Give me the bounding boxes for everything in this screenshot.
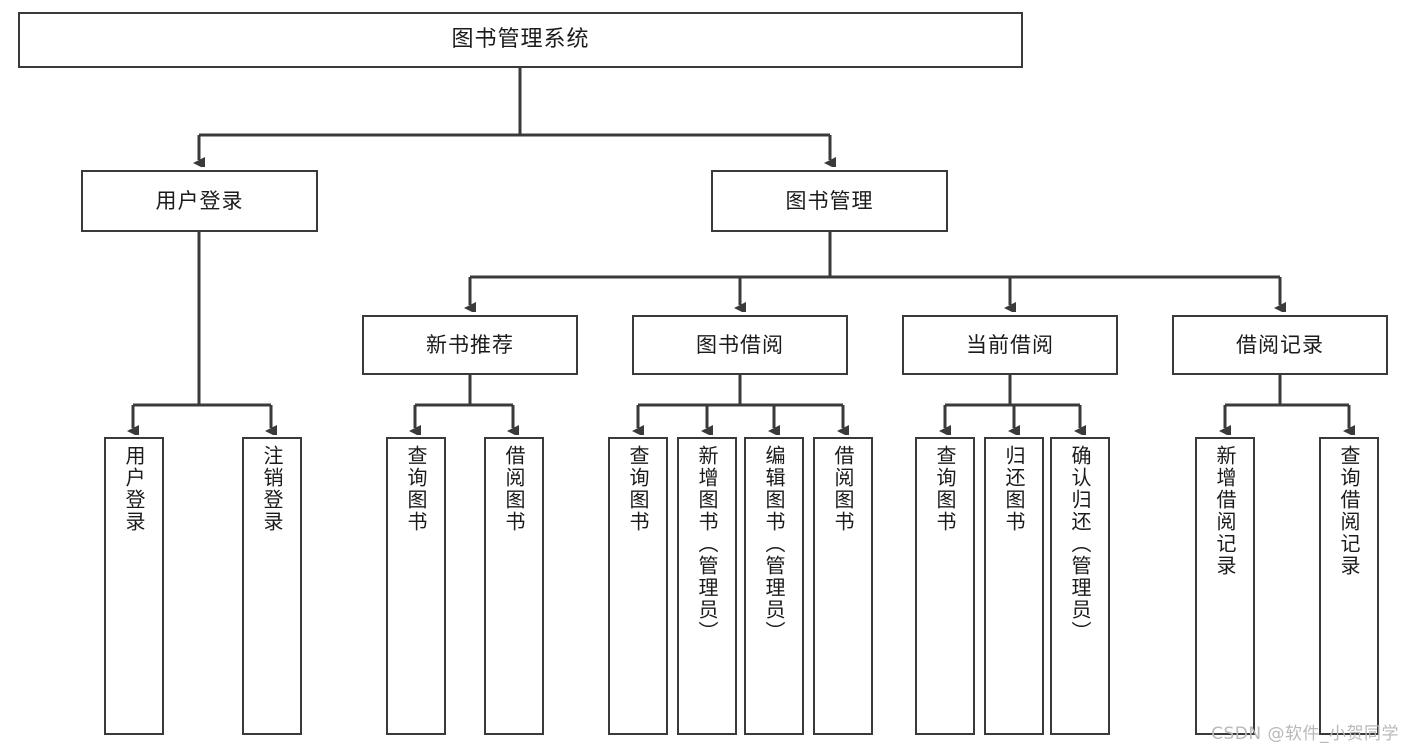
node-book-management[interactable]: 图书管理 xyxy=(711,170,948,232)
leaf-book-borrow-1-label: 查询图书 xyxy=(626,445,650,533)
node-book-borrow-label: 图书借阅 xyxy=(696,332,784,357)
leaf-user-login-1[interactable]: 用户登录 xyxy=(104,437,164,735)
node-new-book-recommend[interactable]: 新书推荐 xyxy=(362,315,578,375)
leaf-current-borrow-1[interactable]: 查询图书 xyxy=(915,437,975,735)
leaf-borrow-record-1[interactable]: 新增借阅记录 xyxy=(1195,437,1255,735)
leaf-book-borrow-2[interactable]: 新增图书（管理员） xyxy=(677,437,737,735)
leaf-borrow-record-2[interactable]: 查询借阅记录 xyxy=(1319,437,1379,735)
leaf-current-borrow-2-label: 归还图书 xyxy=(1002,445,1026,533)
leaf-current-borrow-2[interactable]: 归还图书 xyxy=(984,437,1044,735)
leaf-new-book-2-label: 借阅图书 xyxy=(502,445,526,533)
leaf-current-borrow-1-label: 查询图书 xyxy=(933,445,957,533)
leaf-new-book-2[interactable]: 借阅图书 xyxy=(484,437,544,735)
leaf-user-login-1-label: 用户登录 xyxy=(122,445,146,533)
leaf-borrow-record-2-label: 查询借阅记录 xyxy=(1337,445,1361,577)
leaf-current-borrow-3[interactable]: 确认归还（管理员） xyxy=(1050,437,1110,735)
leaf-borrow-record-1-label: 新增借阅记录 xyxy=(1213,445,1237,577)
leaf-user-login-2[interactable]: 注销登录 xyxy=(242,437,302,735)
leaf-current-borrow-3-label: 确认归还（管理员） xyxy=(1068,445,1092,643)
node-current-borrow[interactable]: 当前借阅 xyxy=(902,315,1118,375)
leaf-book-borrow-3[interactable]: 编辑图书（管理员） xyxy=(744,437,804,735)
node-borrow-record[interactable]: 借阅记录 xyxy=(1172,315,1388,375)
node-borrow-record-label: 借阅记录 xyxy=(1236,332,1324,357)
leaf-new-book-1[interactable]: 查询图书 xyxy=(386,437,446,735)
node-user-login[interactable]: 用户登录 xyxy=(81,170,318,232)
leaf-user-login-2-label: 注销登录 xyxy=(260,445,284,533)
leaf-new-book-1-label: 查询图书 xyxy=(404,445,428,533)
node-root[interactable]: 图书管理系统 xyxy=(18,12,1023,68)
node-root-label: 图书管理系统 xyxy=(451,27,590,53)
node-user-login-label: 用户登录 xyxy=(155,188,244,213)
leaf-book-borrow-3-label: 编辑图书（管理员） xyxy=(762,445,786,643)
leaf-book-borrow-4[interactable]: 借阅图书 xyxy=(813,437,873,735)
leaf-book-borrow-4-label: 借阅图书 xyxy=(831,445,855,533)
leaf-book-borrow-2-label: 新增图书（管理员） xyxy=(695,445,719,643)
node-book-management-label: 图书管理 xyxy=(785,188,874,213)
node-book-borrow[interactable]: 图书借阅 xyxy=(632,315,848,375)
node-new-book-recommend-label: 新书推荐 xyxy=(426,332,514,357)
node-current-borrow-label: 当前借阅 xyxy=(966,332,1054,357)
leaf-book-borrow-1[interactable]: 查询图书 xyxy=(608,437,668,735)
